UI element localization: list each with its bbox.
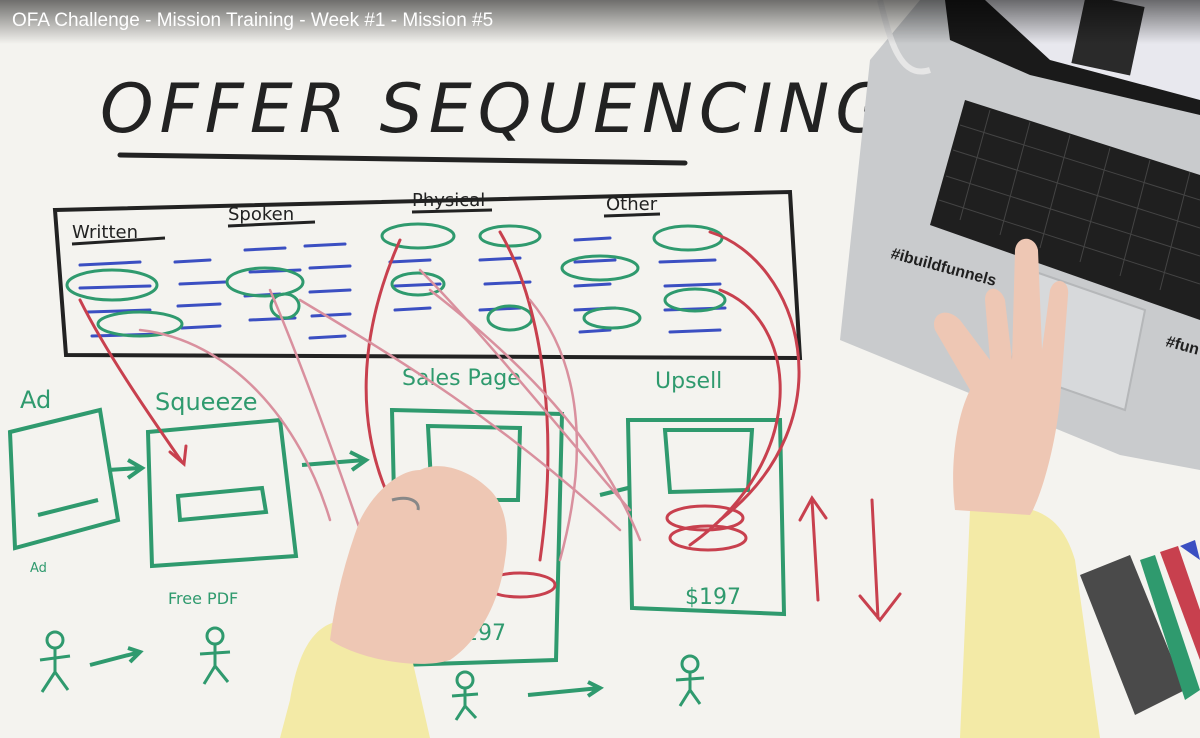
column-label-physical: Physical	[412, 190, 485, 211]
column-label-other: Other	[606, 194, 658, 215]
label-ad: Ad	[20, 386, 51, 414]
arrow-4	[527, 680, 604, 698]
squeeze-box	[145, 417, 299, 569]
blue-marker	[1180, 540, 1200, 560]
stick-figures	[39, 626, 705, 721]
squeeze-optin	[175, 485, 269, 523]
stick-figure-3	[451, 670, 479, 721]
heading-offer-sequencing: OFFER SEQUENCING	[100, 70, 894, 149]
pink-connector-lines	[138, 268, 642, 562]
right-hand	[934, 238, 1100, 738]
column-label-written: Written	[72, 222, 138, 243]
heading-underline	[117, 152, 688, 166]
column-label-spoken: Spoken	[228, 204, 294, 225]
arrow-2	[301, 450, 370, 472]
label-upsell: Upsell	[655, 369, 722, 394]
left-hand	[280, 466, 507, 738]
upsell-box	[625, 418, 787, 617]
eraser-and-markers	[1080, 540, 1200, 715]
arrow-3	[89, 646, 144, 667]
down-arrow	[858, 498, 902, 623]
note-free-pdf: Free PDF	[168, 589, 238, 608]
column-underlines	[71, 208, 661, 246]
arrow-1	[107, 458, 146, 480]
label-squeeze: Squeeze	[155, 388, 258, 416]
ad-box	[7, 407, 121, 551]
label-sales-page: Sales Page	[402, 366, 521, 391]
eraser	[1080, 555, 1185, 715]
stick-figure-1	[39, 630, 71, 693]
right-sleeve	[960, 506, 1100, 738]
keyboard-keys	[938, 109, 1200, 291]
video-title: OFA Challenge - Mission Training - Week …	[0, 0, 1200, 44]
stick-figure-2	[199, 626, 231, 685]
keyboard	[930, 100, 1200, 320]
blue-list-marks	[78, 236, 727, 340]
green-marker	[1140, 555, 1200, 700]
note-ad: Ad	[30, 561, 47, 576]
up-arrow	[798, 495, 828, 602]
ad-box-line	[37, 498, 99, 517]
upsell-video	[662, 428, 755, 495]
ring	[391, 496, 420, 511]
red-connector-lines	[78, 230, 902, 623]
funnel-labels: Ad Squeeze Sales Page Upsell	[20, 366, 722, 416]
green-highlight-circles	[65, 222, 727, 338]
column-labels: Written Spoken Physical Other	[71, 190, 661, 246]
red-marker	[1160, 546, 1200, 660]
stick-figure-4	[675, 654, 705, 707]
price-upsell: $197	[685, 585, 741, 610]
offer-types-box	[52, 189, 803, 361]
